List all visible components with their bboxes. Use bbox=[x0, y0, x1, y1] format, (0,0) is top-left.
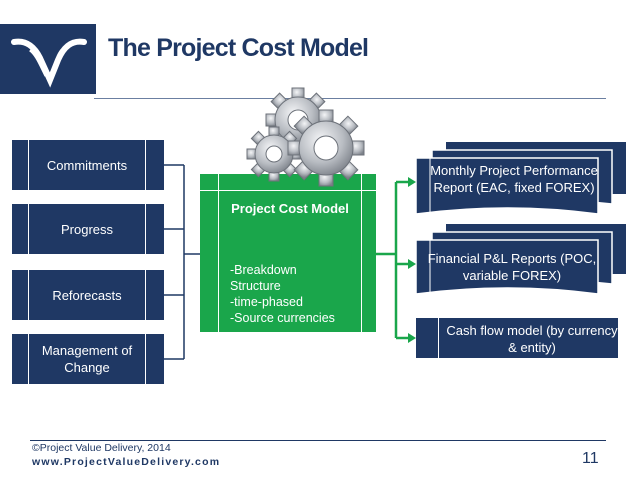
center-list-item: Structure bbox=[230, 279, 281, 293]
footer-copyright: ©Project Value Delivery, 2014 bbox=[32, 442, 171, 454]
input-progress-box: Progress bbox=[12, 204, 164, 254]
title-divider bbox=[94, 98, 606, 99]
center-list: -Breakdown Structure -time-phased -Sourc… bbox=[230, 262, 335, 326]
input-label: Reforecasts bbox=[52, 287, 122, 303]
input-label: Commitments bbox=[46, 157, 128, 173]
output-monthly-report: Monthly Project Performance Report (EAC,… bbox=[416, 142, 628, 224]
output-label: Financial P&L Reports (POC, variable FOR… bbox=[427, 251, 597, 283]
page-title: The Project Cost Model bbox=[108, 34, 369, 62]
slide-number: 11 bbox=[582, 450, 599, 467]
output-financial-reports: Financial P&L Reports (POC, variable FOR… bbox=[416, 224, 628, 304]
input-label: Management of Change bbox=[41, 343, 133, 375]
gears-icon bbox=[246, 87, 365, 187]
center-title: Project Cost Model bbox=[231, 201, 349, 216]
document-stack-icon bbox=[416, 224, 626, 295]
input-management-of-change-box: Management of Change bbox=[12, 334, 164, 384]
arrow-icon bbox=[408, 177, 416, 187]
output-label: Cash flow model (by currency & entity) bbox=[446, 323, 618, 355]
center-list-item: -Breakdown bbox=[230, 263, 297, 277]
input-commitments-box: Commitments bbox=[12, 140, 164, 190]
company-logo-icon bbox=[0, 24, 96, 94]
document-stack-icon bbox=[416, 142, 626, 215]
output-cash-flow-model: Cash flow model (by currency & entity) bbox=[416, 318, 618, 358]
arrow-icon bbox=[408, 259, 416, 269]
arrow-icon bbox=[408, 333, 416, 343]
output-label: Monthly Project Performance Report (EAC,… bbox=[430, 163, 598, 195]
input-label: Progress bbox=[60, 221, 114, 237]
center-list-item: -Source currencies bbox=[230, 311, 335, 325]
footer-divider bbox=[30, 440, 606, 441]
project-cost-model-box: Project Cost Model -Breakdown Structure … bbox=[200, 174, 376, 332]
input-reforecasts-box: Reforecasts bbox=[12, 270, 164, 320]
center-list-item: -time-phased bbox=[230, 295, 303, 309]
footer-url-link[interactable]: www.ProjectValueDelivery.com bbox=[32, 456, 221, 468]
